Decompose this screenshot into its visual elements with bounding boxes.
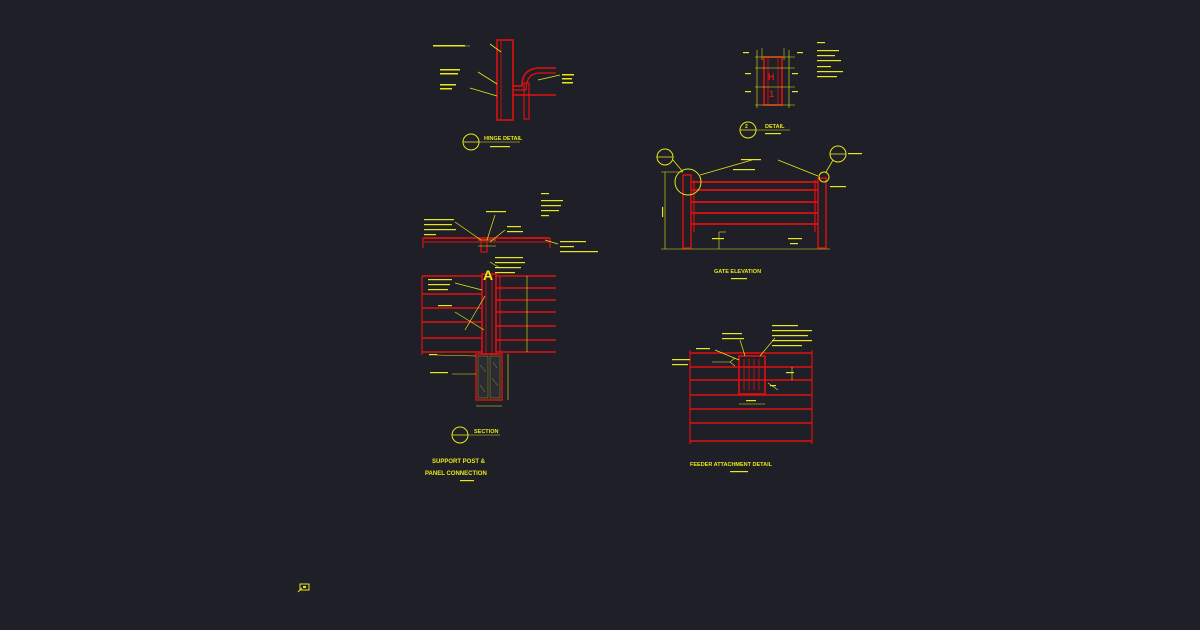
- hinge-detail-title: HINGE DETAIL: [484, 136, 523, 142]
- feeder-attachment-drawing: FEEDER ATTACHMENT DETAIL: [672, 325, 813, 473]
- detail-bubble-number: 2: [745, 124, 748, 130]
- gate-scale-note: [731, 278, 747, 280]
- support-post-drawing: A: [421, 193, 598, 482]
- feeder-bracket: [738, 355, 766, 395]
- support-post-title-line1: SUPPORT POST &: [432, 459, 486, 465]
- hinge-rail-upper: [513, 67, 556, 87]
- gate-elevation-drawing: GATE ELEVATION: [656, 145, 862, 280]
- detail-letter-h: H: [768, 72, 775, 82]
- hinge-scale-note: [490, 146, 510, 148]
- support-post: [481, 273, 497, 355]
- section-title: SECTION: [474, 429, 498, 435]
- detail-drawing: H 1 2 DETAIL: [739, 42, 843, 139]
- hinge-annotation-notes: [433, 45, 574, 90]
- detail-scale-note: [765, 133, 781, 135]
- concrete-footing: [475, 353, 503, 401]
- hinge-detail-drawing: HINGE DETAIL: [433, 39, 574, 151]
- gate-hinge-callout-circle: [674, 168, 702, 196]
- gate-annotation-notes: [662, 153, 862, 245]
- gate-elevation-title: GATE ELEVATION: [714, 269, 761, 275]
- hinge-plate: [523, 82, 530, 120]
- detail-letter-1: 1: [769, 89, 774, 99]
- support-post-annotation-notes: [424, 193, 598, 374]
- gate-latch-callout-circle: [818, 171, 830, 183]
- hinge-post: [496, 39, 514, 121]
- section-marker-letter: A: [483, 267, 493, 283]
- support-post-title-line2: PANEL CONNECTION: [425, 471, 487, 477]
- gate-latch-post: [817, 177, 827, 249]
- ucs-icon: [297, 583, 310, 593]
- support-post-scale-note: [460, 480, 474, 482]
- feeder-attachment-title: FEEDER ATTACHMENT DETAIL: [690, 462, 773, 468]
- feeder-scale-note: [730, 471, 748, 473]
- feeder-annotation-notes: [672, 325, 812, 402]
- gate-hinge-post: [682, 174, 692, 249]
- detail-title: DETAIL: [765, 124, 785, 130]
- detail-annotation-notes: [743, 42, 843, 93]
